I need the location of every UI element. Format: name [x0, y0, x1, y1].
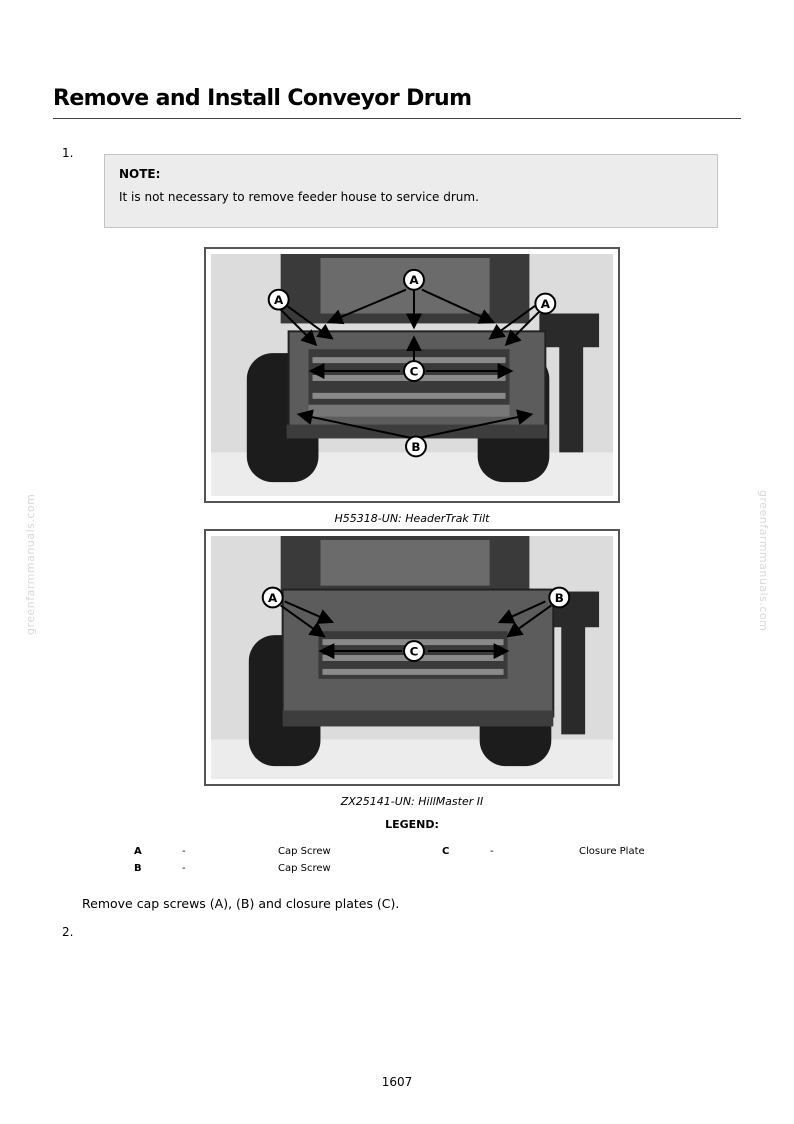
callout-b: B [405, 435, 427, 458]
legend-title: LEGEND: [385, 818, 439, 831]
svg-text:C: C [410, 365, 419, 379]
combine-front-photo-2: A B C [211, 536, 613, 779]
legend-label-c: Closure Plate [579, 846, 645, 857]
figure-caption-1: H55318-UN: HeaderTrak Tilt [334, 512, 490, 525]
step-number-2: 2. [62, 925, 74, 939]
watermark-left: greenfarmmanuals.com [24, 493, 37, 635]
svg-text:A: A [268, 591, 278, 605]
note-title: NOTE: [119, 167, 161, 181]
legend-label-a: Cap Screw [278, 846, 331, 857]
page-number: 1607 [381, 1075, 413, 1089]
note-box: NOTE: It is not necessary to remove feed… [104, 154, 718, 228]
legend-key-b: B [134, 863, 142, 874]
watermark-right: greenfarmmanuals.com [757, 490, 770, 632]
legend-label-b: Cap Screw [278, 863, 331, 874]
callout-b: B [548, 586, 571, 609]
legend-separator: - [182, 846, 186, 857]
figure-caption-2: ZX25141-UN: HillMaster II [340, 795, 484, 808]
instruction-text: Remove cap screws (A), (B) and closure p… [82, 896, 400, 911]
figure-hillmaster-ii: A B C [204, 529, 620, 786]
callout-a-left: A [267, 288, 290, 311]
legend-key-a: A [134, 846, 142, 857]
step-number-1: 1. [62, 146, 74, 160]
svg-text:B: B [555, 591, 564, 605]
svg-text:B: B [411, 440, 420, 454]
svg-text:A: A [541, 297, 551, 311]
callout-a-top: A [403, 268, 425, 291]
legend-key-c: C [442, 846, 450, 857]
callout-a-right: A [534, 292, 557, 315]
note-body: It is not necessary to remove feeder hou… [119, 190, 479, 204]
svg-text:A: A [274, 293, 284, 307]
figure-headertrak-tilt: A A A B C [204, 247, 620, 503]
callout-a: A [261, 586, 284, 609]
callout-c: C [403, 360, 425, 382]
callout-c: C [403, 640, 425, 662]
svg-text:C: C [410, 645, 419, 659]
legend-separator: - [182, 863, 186, 874]
combine-front-photo-1: A A A B C [211, 254, 613, 496]
svg-text:A: A [409, 273, 419, 287]
legend-separator: - [490, 846, 494, 857]
page-title: Remove and Install Conveyor Drum [53, 86, 741, 119]
